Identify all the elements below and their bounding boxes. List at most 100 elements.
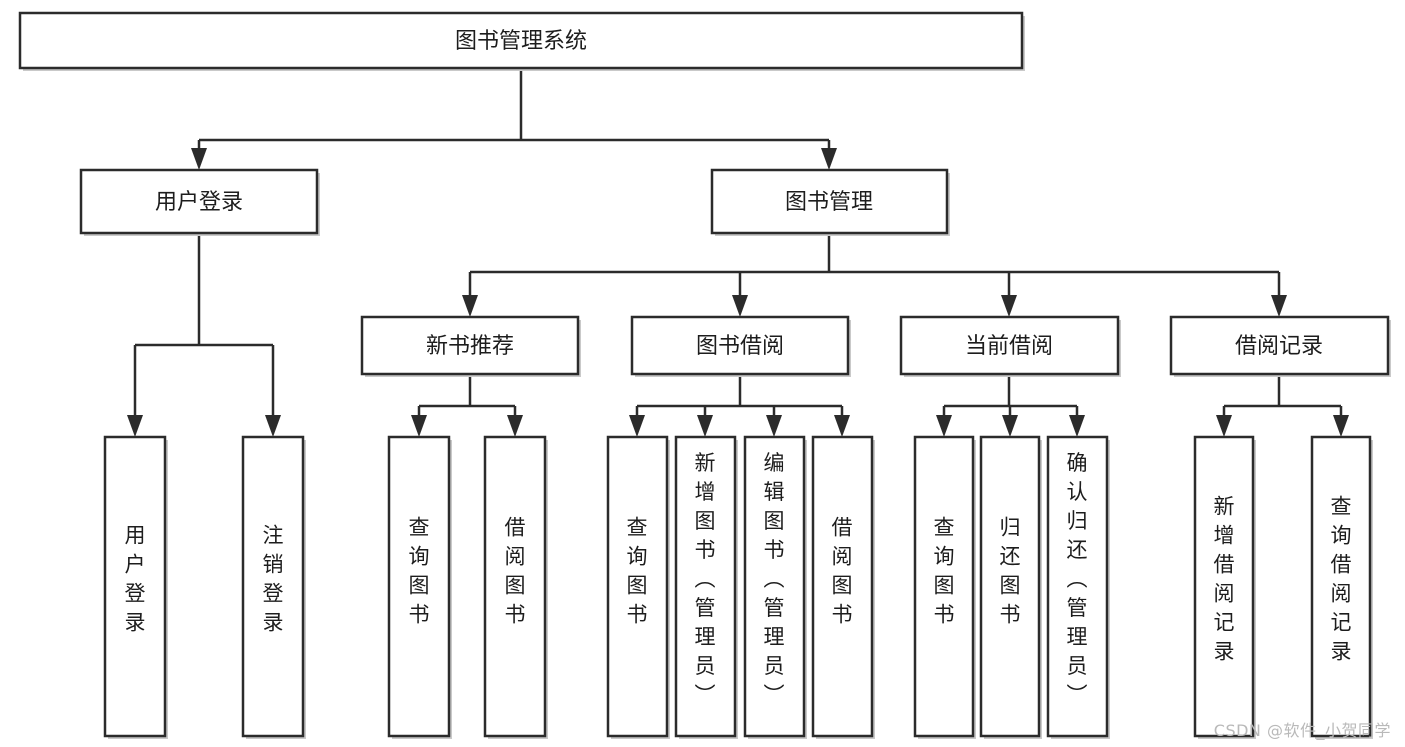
svg-text:销: 销 xyxy=(263,553,284,577)
svg-text:记: 记 xyxy=(1214,611,1235,635)
arrow-head-new-book-rec xyxy=(462,295,478,317)
node-leaf-query-book-cb-rect[interactable] xyxy=(913,435,975,738)
arrow-head-borrow-record xyxy=(1271,295,1287,317)
svg-text:书: 书 xyxy=(832,603,853,627)
arrow-head-leaf-borrow-book-rec xyxy=(507,415,523,437)
arrow-head-leaf-query-book-bb xyxy=(629,415,645,437)
svg-text:录: 录 xyxy=(1214,640,1235,664)
connector-group-root xyxy=(191,68,837,170)
svg-text:借: 借 xyxy=(832,516,853,540)
svg-text:增: 增 xyxy=(695,480,716,504)
svg-text:书: 书 xyxy=(409,603,430,627)
svg-text:确: 确 xyxy=(1067,451,1088,475)
svg-text:借: 借 xyxy=(1214,553,1235,577)
svg-text:理: 理 xyxy=(1067,625,1088,649)
node-leaf-add-book-rect[interactable] xyxy=(674,435,737,738)
svg-text:归: 归 xyxy=(1067,509,1088,533)
node-user-login-rect[interactable] xyxy=(79,168,319,235)
node-current-borrow-rect[interactable] xyxy=(899,315,1120,376)
node-leaf-confirm-return-rect[interactable] xyxy=(1046,435,1109,738)
arrow-head-leaf-borrow-book-bb xyxy=(834,415,850,437)
svg-text:借: 借 xyxy=(505,516,526,540)
node-leaf-query-record-rect[interactable] xyxy=(1310,435,1372,738)
node-book-manage-label: 图书管理 xyxy=(785,190,873,215)
node-book-borrow-rect[interactable] xyxy=(630,315,850,376)
svg-text:图: 图 xyxy=(505,574,526,598)
node-borrow-record-label: 借阅记录 xyxy=(1235,334,1323,359)
node-user-login-label: 用户登录 xyxy=(155,190,243,215)
node-borrow-record-rect[interactable] xyxy=(1169,315,1390,376)
node-leaf-add-record-rect[interactable] xyxy=(1193,435,1255,738)
svg-text:户: 户 xyxy=(125,553,146,577)
svg-text:归: 归 xyxy=(1000,516,1021,540)
node-book-borrow[interactable]: 图书借阅 xyxy=(630,315,851,377)
svg-text:询: 询 xyxy=(934,545,955,569)
svg-text:用: 用 xyxy=(125,524,146,548)
svg-text:书: 书 xyxy=(505,603,526,627)
svg-text:查: 查 xyxy=(627,516,648,540)
node-leaf-user-login[interactable]: 用户登录 xyxy=(103,435,168,739)
svg-text:注: 注 xyxy=(263,524,284,548)
node-root[interactable]: 图书管理系统 xyxy=(18,11,1025,71)
arrow-head-leaf-edit-book xyxy=(766,415,782,437)
svg-text:新: 新 xyxy=(695,451,716,475)
watermark: CSDN @软件_小贺同学 xyxy=(1213,721,1391,740)
node-book-manage[interactable]: 图书管理 xyxy=(710,168,950,236)
svg-text:图: 图 xyxy=(1000,574,1021,598)
node-root-label: 图书管理系统 xyxy=(455,29,587,54)
svg-text:图: 图 xyxy=(832,574,853,598)
connector-group-borrow-record xyxy=(1216,374,1349,437)
svg-text:登: 登 xyxy=(125,582,146,606)
svg-text:认: 认 xyxy=(1067,480,1088,504)
node-borrow-record[interactable]: 借阅记录 xyxy=(1169,315,1391,377)
connector-group-new-book-rec xyxy=(411,374,523,437)
node-new-book-rec-rect[interactable] xyxy=(360,315,580,376)
svg-text:管: 管 xyxy=(695,596,716,620)
node-root-rect[interactable] xyxy=(18,11,1024,70)
node-leaf-borrow-book-bb-rect[interactable] xyxy=(811,435,874,738)
arrow-head-leaf-return-book xyxy=(1002,415,1018,437)
node-leaf-query-book-rec-rect[interactable] xyxy=(387,435,451,738)
node-leaf-edit-book-rect[interactable] xyxy=(743,435,806,738)
connector-group-current-borrow xyxy=(936,374,1085,437)
node-user-login[interactable]: 用户登录 xyxy=(79,168,320,236)
svg-text:︵: ︵ xyxy=(695,567,716,591)
node-new-book-rec[interactable]: 新书推荐 xyxy=(360,315,581,377)
node-leaf-logout-rect[interactable] xyxy=(241,435,305,738)
svg-text:询: 询 xyxy=(409,545,430,569)
arrow-head-leaf-query-book-cb xyxy=(936,415,952,437)
arrow-head-user-login xyxy=(191,148,207,170)
node-leaf-return-book-rect[interactable] xyxy=(979,435,1041,738)
svg-text:书: 书 xyxy=(1000,603,1021,627)
node-new-book-rec-label: 新书推荐 xyxy=(426,334,514,359)
node-leaf-user-login-rect[interactable] xyxy=(103,435,167,738)
svg-text:图: 图 xyxy=(627,574,648,598)
node-leaf-user-login-label: 用户登录 xyxy=(125,524,146,635)
svg-text:书: 书 xyxy=(934,603,955,627)
node-leaf-query-book-bb-rect[interactable] xyxy=(606,435,669,738)
node-book-manage-rect[interactable] xyxy=(710,168,949,235)
svg-text:︵: ︵ xyxy=(1067,567,1088,591)
node-current-borrow[interactable]: 当前借阅 xyxy=(899,315,1121,377)
node-leaf-borrow-book-rec-rect[interactable] xyxy=(483,435,547,738)
